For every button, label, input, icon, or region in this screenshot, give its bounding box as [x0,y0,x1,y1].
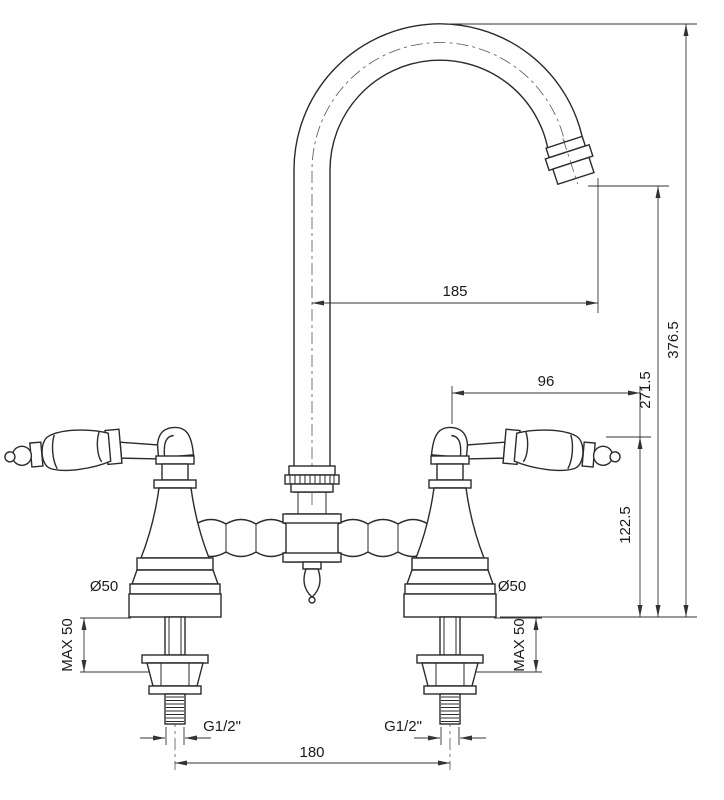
center-hub [282,513,342,563]
finial [302,561,322,604]
collar-upper [288,465,336,476]
dim-122-5-label: 122.5 [617,506,634,544]
ext-max50-left [80,617,149,673]
collar-lower [290,483,334,493]
dim-185-label: 185 [442,283,467,300]
hub-bottom-flange [282,552,342,563]
spout-centerline [311,42,567,505]
thread-left-label: G1/2" [203,718,241,735]
dia50-right-label: Ø50 [498,578,526,595]
dim-271-5-label: 271.5 [637,371,654,409]
dim-376-5-label: 376.5 [665,321,682,359]
spout-tube [293,23,585,493]
dim-96-label: 96 [538,373,555,390]
dimensions: 185 376.5 271.5 122.5 96 Ø50 Ø50 MAX 50 … [59,23,697,766]
dia50-left-label: Ø50 [90,578,118,595]
collar-knurl [284,474,340,485]
riser-collar [284,465,340,493]
max50-left-label: MAX 50 [59,618,76,671]
thread-right-label: G1/2" [384,718,422,735]
nozzle-centerline [562,138,579,185]
max50-right-label: MAX 50 [511,618,528,671]
hub-top-flange [282,513,342,524]
dim-180-label: 180 [299,744,324,761]
ext-thread-left [165,727,185,745]
spout-nozzle [544,135,595,186]
knurl-ticks [289,475,335,484]
ext-thread-right [440,727,460,745]
finial-ball [308,596,316,604]
finial-collar [302,561,322,570]
